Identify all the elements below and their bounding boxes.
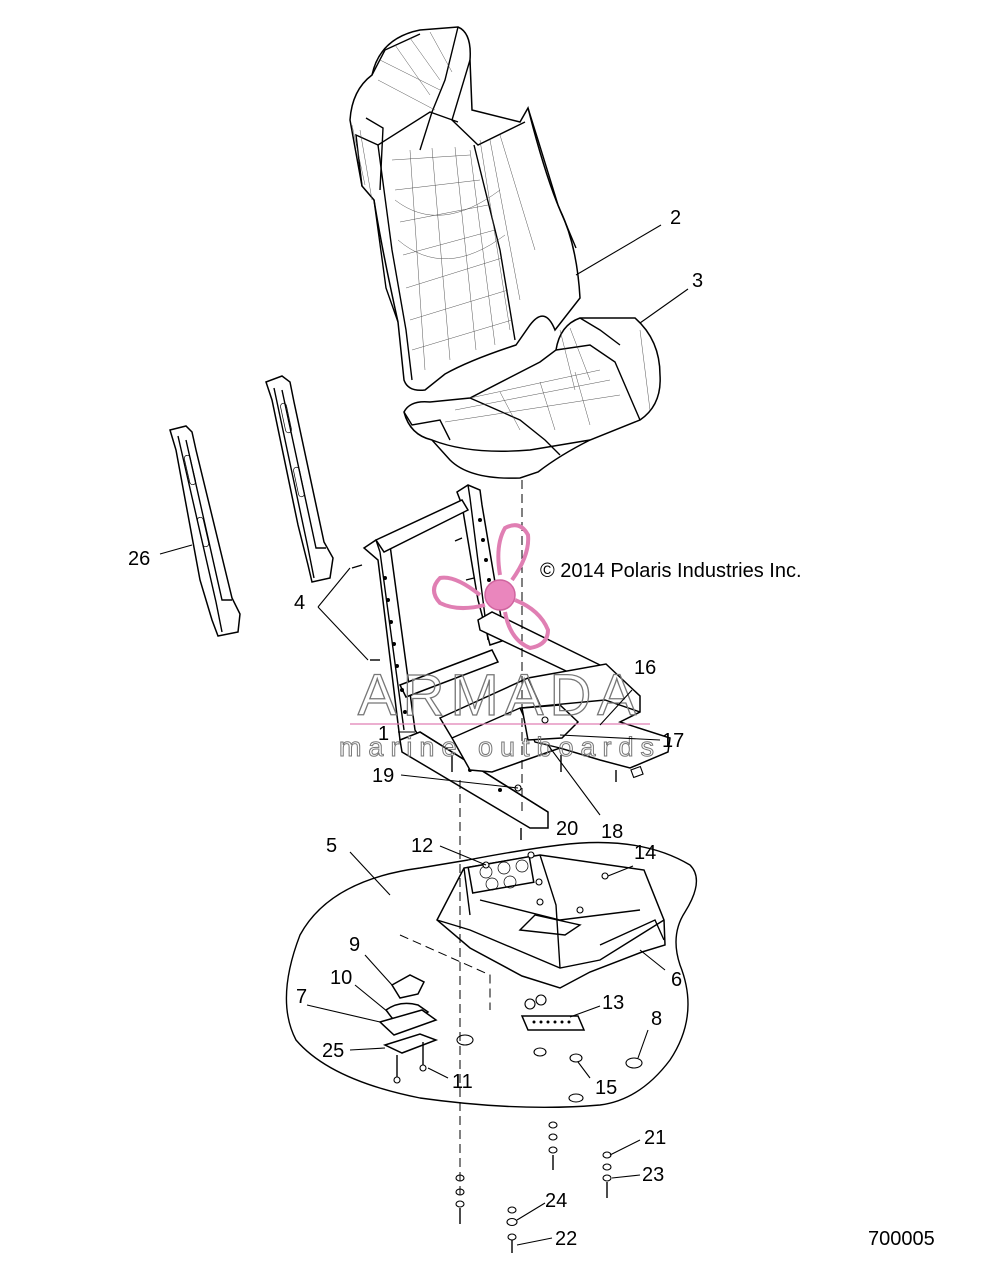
seat-back[interactable] — [349, 26, 581, 392]
callout-11[interactable]: 11 — [452, 1071, 473, 1093]
callout-21[interactable]: 21 — [644, 1127, 666, 1149]
slide-bracket[interactable] — [438, 663, 671, 779]
callout-25[interactable]: 25 — [322, 1040, 344, 1062]
adjuster-plate[interactable] — [520, 994, 586, 1031]
seat-bottom[interactable] — [403, 317, 661, 479]
callout-23[interactable]: 23 — [642, 1164, 664, 1186]
callout-5[interactable]: 5 — [326, 835, 337, 857]
adjuster-plate-holes — [532, 1020, 571, 1024]
callout-18[interactable]: 18 — [601, 821, 623, 843]
callout-1[interactable]: 1 — [378, 723, 389, 745]
seat-bottom-quilting — [444, 327, 651, 431]
callout-15[interactable]: 15 — [595, 1077, 617, 1099]
figure-number: 700005 — [868, 1228, 935, 1250]
callouts: 2 3 26 4 1 16 17 19 20 18 5 12 14 9 6 10… — [128, 207, 703, 1250]
callout-10[interactable]: 10 — [330, 967, 352, 989]
callout-14[interactable]: 14 — [634, 842, 656, 864]
callout-7[interactable]: 7 — [296, 986, 307, 1008]
callout-17[interactable]: 17 — [662, 730, 684, 752]
latch-assembly[interactable] — [378, 974, 439, 1084]
watermark: ARMADA marine outboards — [338, 523, 655, 763]
kit-outline — [285, 841, 698, 1109]
callout-4[interactable]: 4 — [294, 592, 305, 614]
callout-20[interactable]: 20 — [556, 818, 578, 840]
leader-lines — [159, 224, 689, 1246]
hardware — [351, 537, 643, 1253]
frame-holes — [383, 518, 502, 792]
callout-19[interactable]: 19 — [372, 765, 394, 787]
rail-left[interactable] — [169, 425, 241, 637]
centerlines — [399, 480, 523, 1200]
copyright-notice: © 2014 Polaris Industries Inc. — [540, 560, 802, 582]
callout-12[interactable]: 12 — [411, 835, 433, 857]
watermark-brand: ARMADA — [358, 663, 642, 728]
callout-26[interactable]: 26 — [128, 548, 150, 570]
callout-3[interactable]: 3 — [692, 270, 703, 292]
callout-2[interactable]: 2 — [670, 207, 681, 229]
propeller-logo-icon — [432, 523, 551, 651]
callout-8[interactable]: 8 — [651, 1008, 662, 1030]
rail-right[interactable] — [265, 375, 334, 583]
callout-13[interactable]: 13 — [602, 992, 624, 1014]
seat-base-slider[interactable] — [436, 854, 666, 989]
callout-22[interactable]: 22 — [555, 1228, 577, 1250]
seat-back-quilting — [351, 31, 536, 371]
callout-6[interactable]: 6 — [671, 969, 682, 991]
callout-24[interactable]: 24 — [545, 1190, 567, 1212]
callout-9[interactable]: 9 — [349, 934, 360, 956]
seat-frame[interactable] — [362, 484, 601, 829]
callout-16[interactable]: 16 — [634, 657, 656, 679]
